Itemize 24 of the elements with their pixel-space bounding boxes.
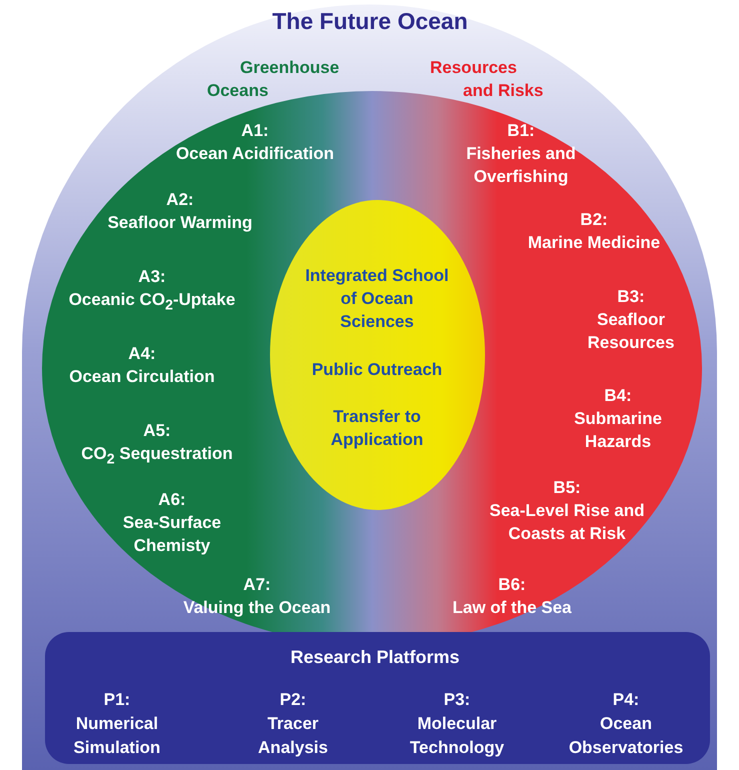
topic-label: B6: Law of the Sea: [451, 574, 573, 619]
topic-label: A4: Ocean Circulation: [68, 343, 216, 388]
topic-label: B2: Marine Medicine: [526, 209, 662, 254]
topic-label: A7: Valuing the Ocean: [182, 574, 332, 619]
topic-label: B4: Submarine Hazards: [573, 385, 663, 453]
topic-label: P4: Ocean Observatories: [568, 689, 684, 759]
topic-label: A5: CO$_{2}$ Sequestration: [80, 420, 234, 470]
topic-label: B5: Sea-Level Rise and Coasts at Risk: [488, 477, 646, 545]
panel-heading: Research Platforms: [289, 646, 461, 669]
topic-label: P3: Molecular Technology: [408, 689, 506, 759]
section-heading: Resources and Risks: [430, 57, 544, 102]
activity-label: Transfer to Application: [330, 406, 424, 451]
diagram-title: The Future Ocean: [271, 10, 469, 33]
section-heading: Greenhouse Oceans: [207, 57, 340, 102]
activity-label: Public Outreach: [310, 359, 444, 381]
topic-label: P1: Numerical Simulation: [72, 689, 162, 759]
topic-label: A2: Seafloor Warming: [106, 189, 254, 234]
activity-label: Integrated School of Ocean Sciences: [304, 265, 450, 333]
topic-label: P2: Tracer Analysis: [257, 689, 329, 759]
topic-label: A6: Sea-Surface Chemisty: [122, 489, 222, 557]
topic-label: B1: Fisheries and Overfishing: [465, 120, 577, 188]
topic-label: A3: Oceanic CO$_{2}$-Uptake: [68, 266, 236, 316]
topic-label: A1: Ocean Acidification: [174, 120, 336, 165]
topic-label: B3: Seafloor Resources: [586, 286, 676, 354]
